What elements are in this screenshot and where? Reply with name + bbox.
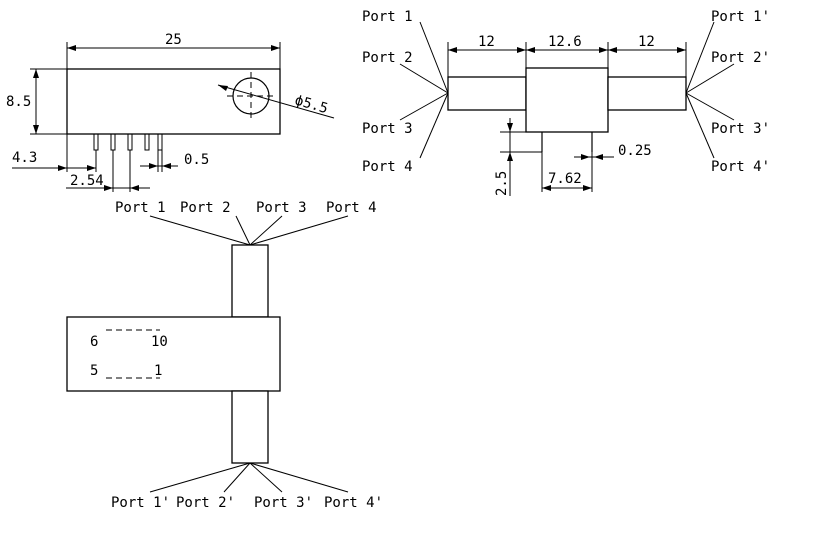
pinh-arrow xyxy=(507,152,513,161)
offset-dimension-label: 4.3 xyxy=(12,150,37,166)
top-port-left-4: Port 4 xyxy=(362,159,413,175)
height-arrow-top xyxy=(33,69,39,78)
length-dimension-label: 25 xyxy=(165,32,182,48)
top-right-fiber-tube xyxy=(607,76,687,111)
pin-dia-label: 0.25 xyxy=(618,143,652,159)
pin xyxy=(110,133,116,151)
fiber-fan-line xyxy=(399,63,449,94)
pin xyxy=(127,133,133,151)
front-bottom-fiber-tube xyxy=(231,390,269,464)
fiber-fan-line xyxy=(399,92,449,121)
seg-right-label: 12 xyxy=(638,34,655,50)
top-left-fiber-tube xyxy=(447,76,527,111)
fiber-fan-line xyxy=(149,462,251,493)
length-arrow-left xyxy=(67,45,76,51)
pitch-dimension-label: 2.54 xyxy=(70,173,104,189)
fiber-fan-line xyxy=(419,92,449,159)
fiber-fan-line xyxy=(249,462,349,493)
hole-dimension-label: ϕ5.5 xyxy=(293,92,330,117)
front-top-fiber-tube xyxy=(231,244,269,318)
front-port-top-2: Port 2 xyxy=(180,200,231,216)
pin xyxy=(157,133,163,151)
pitch-arrow xyxy=(104,185,113,191)
height-arrow-bottom xyxy=(33,125,39,134)
seg-arrow xyxy=(677,47,686,53)
seg-mid-label: 12.6 xyxy=(548,34,582,50)
pindia-arrow xyxy=(581,154,590,160)
fiber-fan-line xyxy=(685,92,715,159)
top-port-left-1: Port 1 xyxy=(362,9,413,25)
fiber-fan-line xyxy=(249,462,283,493)
front-view: Port 1 Port 2 Port 3 Port 4 Port 1' Port… xyxy=(66,200,383,511)
pin-height-label: 2.5 xyxy=(494,171,510,196)
seg-arrow xyxy=(526,47,535,53)
seg-arrow xyxy=(517,47,526,53)
offset-arrow xyxy=(87,165,96,171)
front-port-bottom-1: Port 1' xyxy=(111,495,170,511)
front-body xyxy=(66,316,281,392)
side-view-body xyxy=(66,68,281,135)
fiber-fan-line xyxy=(149,215,251,246)
side-view: ϕ5.5 25 8.5 4.3 xyxy=(6,32,335,192)
height-dimension-label: 8.5 xyxy=(6,94,31,110)
fiber-fan-line xyxy=(685,92,735,121)
offset-arrow xyxy=(58,165,67,171)
hole-leader xyxy=(217,84,335,119)
seg-left-label: 12 xyxy=(478,34,495,50)
pin-number-10: 10 xyxy=(151,334,168,350)
front-port-bottom-2: Port 2' xyxy=(176,495,235,511)
fiber-fan-line xyxy=(223,462,251,493)
front-port-bottom-3: Port 3' xyxy=(254,495,313,511)
seg-arrow xyxy=(448,47,457,53)
pin-arrow xyxy=(149,163,158,169)
pindia-arrow xyxy=(594,154,603,160)
top-center-body xyxy=(525,67,609,133)
pin-number-5: 5 xyxy=(90,363,98,379)
pinh-arrow xyxy=(507,123,513,132)
fiber-fan-line xyxy=(249,215,283,246)
top-port-left-3: Port 3 xyxy=(362,121,413,137)
fiber-fan-line xyxy=(249,215,349,246)
front-port-bottom-4: Port 4' xyxy=(324,495,383,511)
front-port-top-1: Port 1 xyxy=(115,200,166,216)
pin-dimension-label: 0.5 xyxy=(184,152,209,168)
length-arrow-right xyxy=(271,45,280,51)
pitch-arrow xyxy=(130,185,139,191)
seg-arrow xyxy=(599,47,608,53)
top-view: 12 12.6 12 Port 1 Port 2 Port 3 Port 4 P… xyxy=(362,9,770,196)
pin xyxy=(144,133,150,151)
pin xyxy=(93,133,99,151)
pin-number-6: 6 xyxy=(90,334,98,350)
front-port-top-4: Port 4 xyxy=(326,200,377,216)
fiber-fan-line xyxy=(685,21,715,94)
top-port-left-2: Port 2 xyxy=(362,50,413,66)
hole-leader-arrow xyxy=(218,85,228,91)
top-port-right-2: Port 2' xyxy=(711,50,770,66)
fiber-fan-line xyxy=(685,63,735,94)
fiber-fan-line xyxy=(235,215,251,246)
pinspan-arrow xyxy=(542,185,551,191)
seg-arrow xyxy=(608,47,617,53)
pinspan-arrow xyxy=(583,185,592,191)
top-port-right-3: Port 3' xyxy=(711,121,770,137)
front-port-top-3: Port 3 xyxy=(256,200,307,216)
top-port-right-1: Port 1' xyxy=(711,9,770,25)
side-pins xyxy=(93,133,163,151)
fiber-fan-line xyxy=(419,21,449,94)
pin-arrow xyxy=(162,163,171,169)
pin-number-1: 1 xyxy=(154,363,162,379)
pin-span-label: 7.62 xyxy=(548,171,582,187)
top-port-right-4: Port 4' xyxy=(711,159,770,175)
